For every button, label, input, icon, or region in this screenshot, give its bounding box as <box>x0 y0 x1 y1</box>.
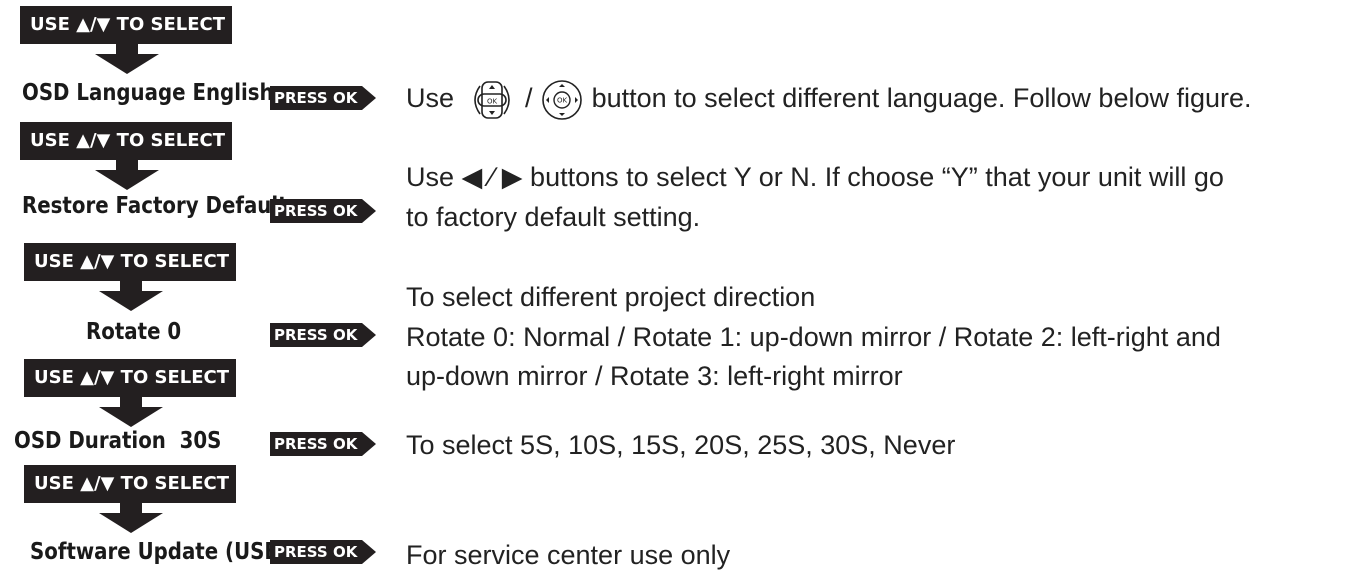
menu-item-osd-duration: OSD Duration 30S <box>14 428 222 454</box>
down-arrow-icon <box>116 160 138 170</box>
description-restore-line-2: to factory default setting. <box>406 202 701 232</box>
select-instruction-box: USE ▲/▼ TO SELECT <box>24 243 236 281</box>
down-arrow-icon <box>120 281 142 291</box>
select-instruction-box: USE ▲/▼ TO SELECT <box>20 6 232 44</box>
press-ok-label: PRESS OK <box>270 86 362 110</box>
menu-item-restore-factory-default: Restore Factory Default <box>22 193 288 219</box>
down-arrow-icon <box>120 503 142 513</box>
description-rotate-line-3: up-down mirror / Rotate 3: left-right mi… <box>406 361 903 391</box>
desc-slash: / <box>525 83 533 114</box>
down-arrow-head-icon <box>99 513 163 533</box>
select-instruction-box: USE ▲/▼ TO SELECT <box>24 465 236 503</box>
menu-item-rotate: Rotate 0 <box>86 319 182 345</box>
right-arrow-icon <box>362 323 376 347</box>
svg-text:OK: OK <box>486 98 497 106</box>
right-arrow-icon <box>362 86 376 110</box>
dpad-ok-button-icon: OK <box>473 81 510 119</box>
menu-item-osd-language: OSD Language English <box>22 80 274 106</box>
down-arrow-head-icon <box>99 407 163 427</box>
desc-use-text: Use <box>406 83 455 114</box>
press-ok-label: PRESS OK <box>270 540 362 564</box>
description-software-update: For service center use only <box>406 540 731 570</box>
description-rotate-line-2: Rotate 0: Normal / Rotate 1: up-down mir… <box>406 322 1221 352</box>
desc-rest-text: button to select different language. Fol… <box>591 83 1252 114</box>
down-arrow-icon <box>116 44 138 54</box>
svg-text:OK: OK <box>557 97 568 105</box>
press-ok-label: PRESS OK <box>270 432 362 456</box>
select-instruction-box: USE ▲/▼ TO SELECT <box>20 122 232 160</box>
description-osd-duration: To select 5S, 10S, 15S, 20S, 25S, 30S, N… <box>406 430 956 460</box>
press-ok-label: PRESS OK <box>270 199 362 223</box>
right-arrow-icon <box>362 199 376 223</box>
select-instruction-box: USE ▲/▼ TO SELECT <box>24 359 236 397</box>
description-osd-language: Use OK / OK button to select different l… <box>406 78 1252 122</box>
down-arrow-head-icon <box>95 54 159 74</box>
press-ok-label: PRESS OK <box>270 323 362 347</box>
down-arrow-icon <box>120 397 142 407</box>
down-arrow-head-icon <box>99 291 163 311</box>
round-ok-button-icon: OK <box>542 80 582 120</box>
right-arrow-icon <box>362 432 376 456</box>
down-arrow-head-icon <box>95 170 159 190</box>
right-arrow-icon <box>362 540 376 564</box>
description-restore-line-1: Use ◀ ∕ ▶ buttons to select Y or N. If c… <box>406 162 1224 192</box>
menu-item-software-update: Software Update (USB) <box>30 539 289 565</box>
description-rotate-line-1: To select different project direction <box>406 282 816 312</box>
